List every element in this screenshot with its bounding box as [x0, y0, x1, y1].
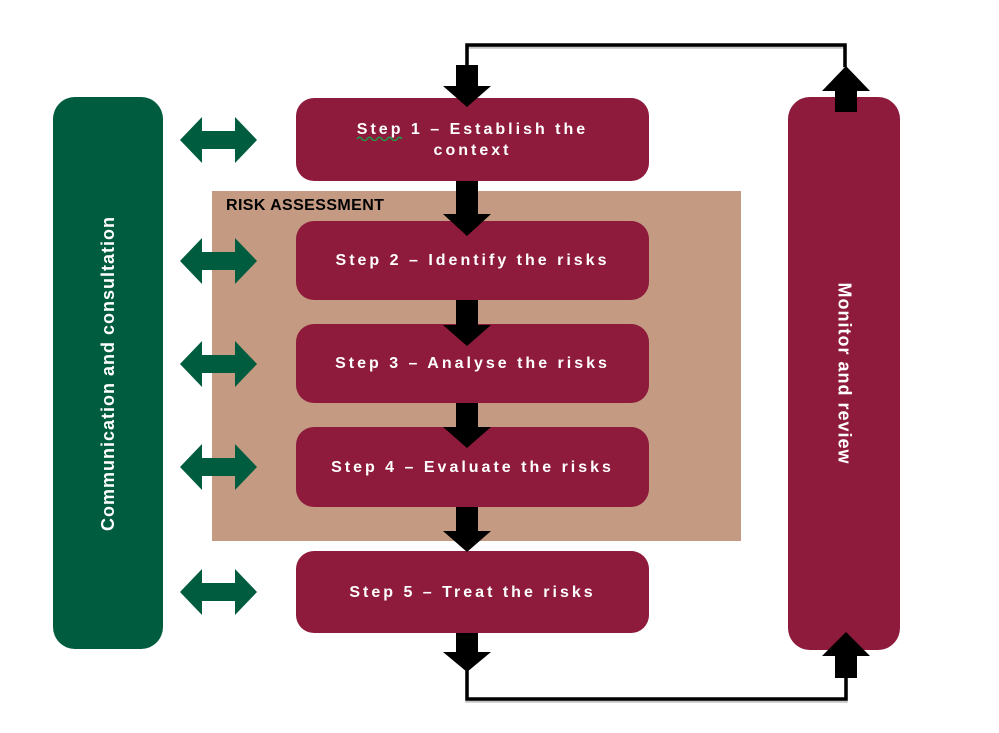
risk-assessment-label: RISK ASSESSMENT — [226, 197, 385, 214]
step-5-treat-risks-box: Step 5 – Treat the risks — [296, 551, 649, 633]
communication-consultation-label: Communication and consultation — [97, 215, 118, 531]
top-feedback-line — [465, 43, 847, 67]
monitor-review-label: Monitor and review — [834, 282, 855, 465]
down-arrow-from-step5 — [443, 633, 491, 672]
step-2-label: Step 2 – Identify the risks — [335, 252, 610, 269]
step-3-label: Step 3 – Analyse the risks — [335, 355, 610, 372]
step-1-label: Step 1 – Establish the context — [356, 120, 589, 159]
step-4-evaluate-risks-box: Step 4 – Evaluate the risks — [296, 427, 649, 507]
bottom-feedback-line — [465, 670, 848, 701]
double-arrow-step-1 — [180, 117, 257, 163]
communication-consultation-bar: Communication and consultation — [53, 97, 163, 649]
step-1-establish-context-box: Step 1 – Establish the context — [296, 98, 649, 181]
step-2-identify-risks-box: Step 2 – Identify the risks — [296, 221, 649, 300]
step-5-label: Step 5 – Treat the risks — [349, 583, 596, 601]
step-3-analyse-risks-box: Step 3 – Analyse the risks — [296, 324, 649, 403]
double-arrow-step-5 — [180, 569, 257, 615]
monitor-review-bar: Monitor and review — [788, 97, 900, 650]
step-4-label: Step 4 – Evaluate the risks — [331, 458, 614, 476]
